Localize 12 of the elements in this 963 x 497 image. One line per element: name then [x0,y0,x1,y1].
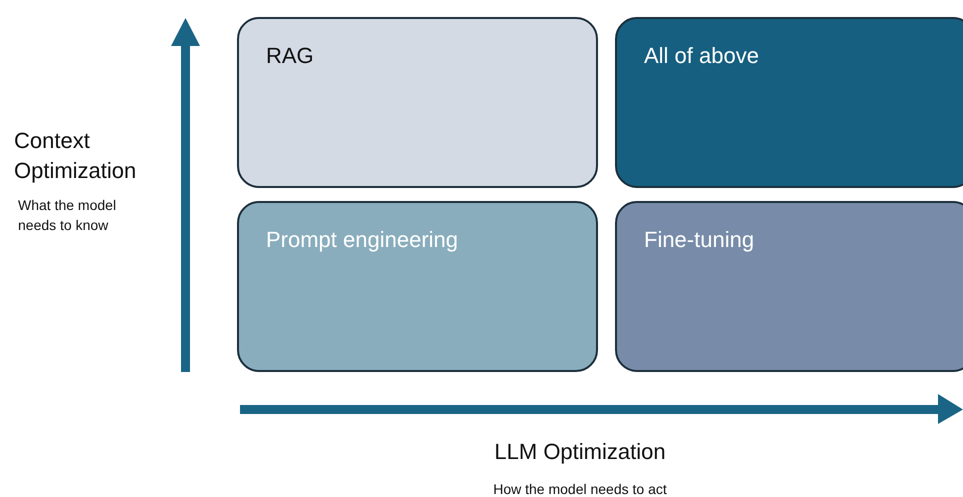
axis-subtitle: How the model needs to act [492,481,668,497]
axis-subtitle: What the model needs to know [18,196,118,235]
quadrant-label: Prompt engineering [266,227,458,253]
quadrant-box [237,17,598,188]
quadrant-label: Fine-tuning [644,227,754,253]
axis-title: Context Optimization [14,127,138,185]
quadrant-label: All of above [644,43,759,69]
axis-title: LLM Optimization [493,438,667,466]
quadrant-box [237,201,598,372]
quadrant-box [615,17,963,188]
quadrant-box [615,201,963,372]
quadrant-label: RAG [266,43,314,69]
